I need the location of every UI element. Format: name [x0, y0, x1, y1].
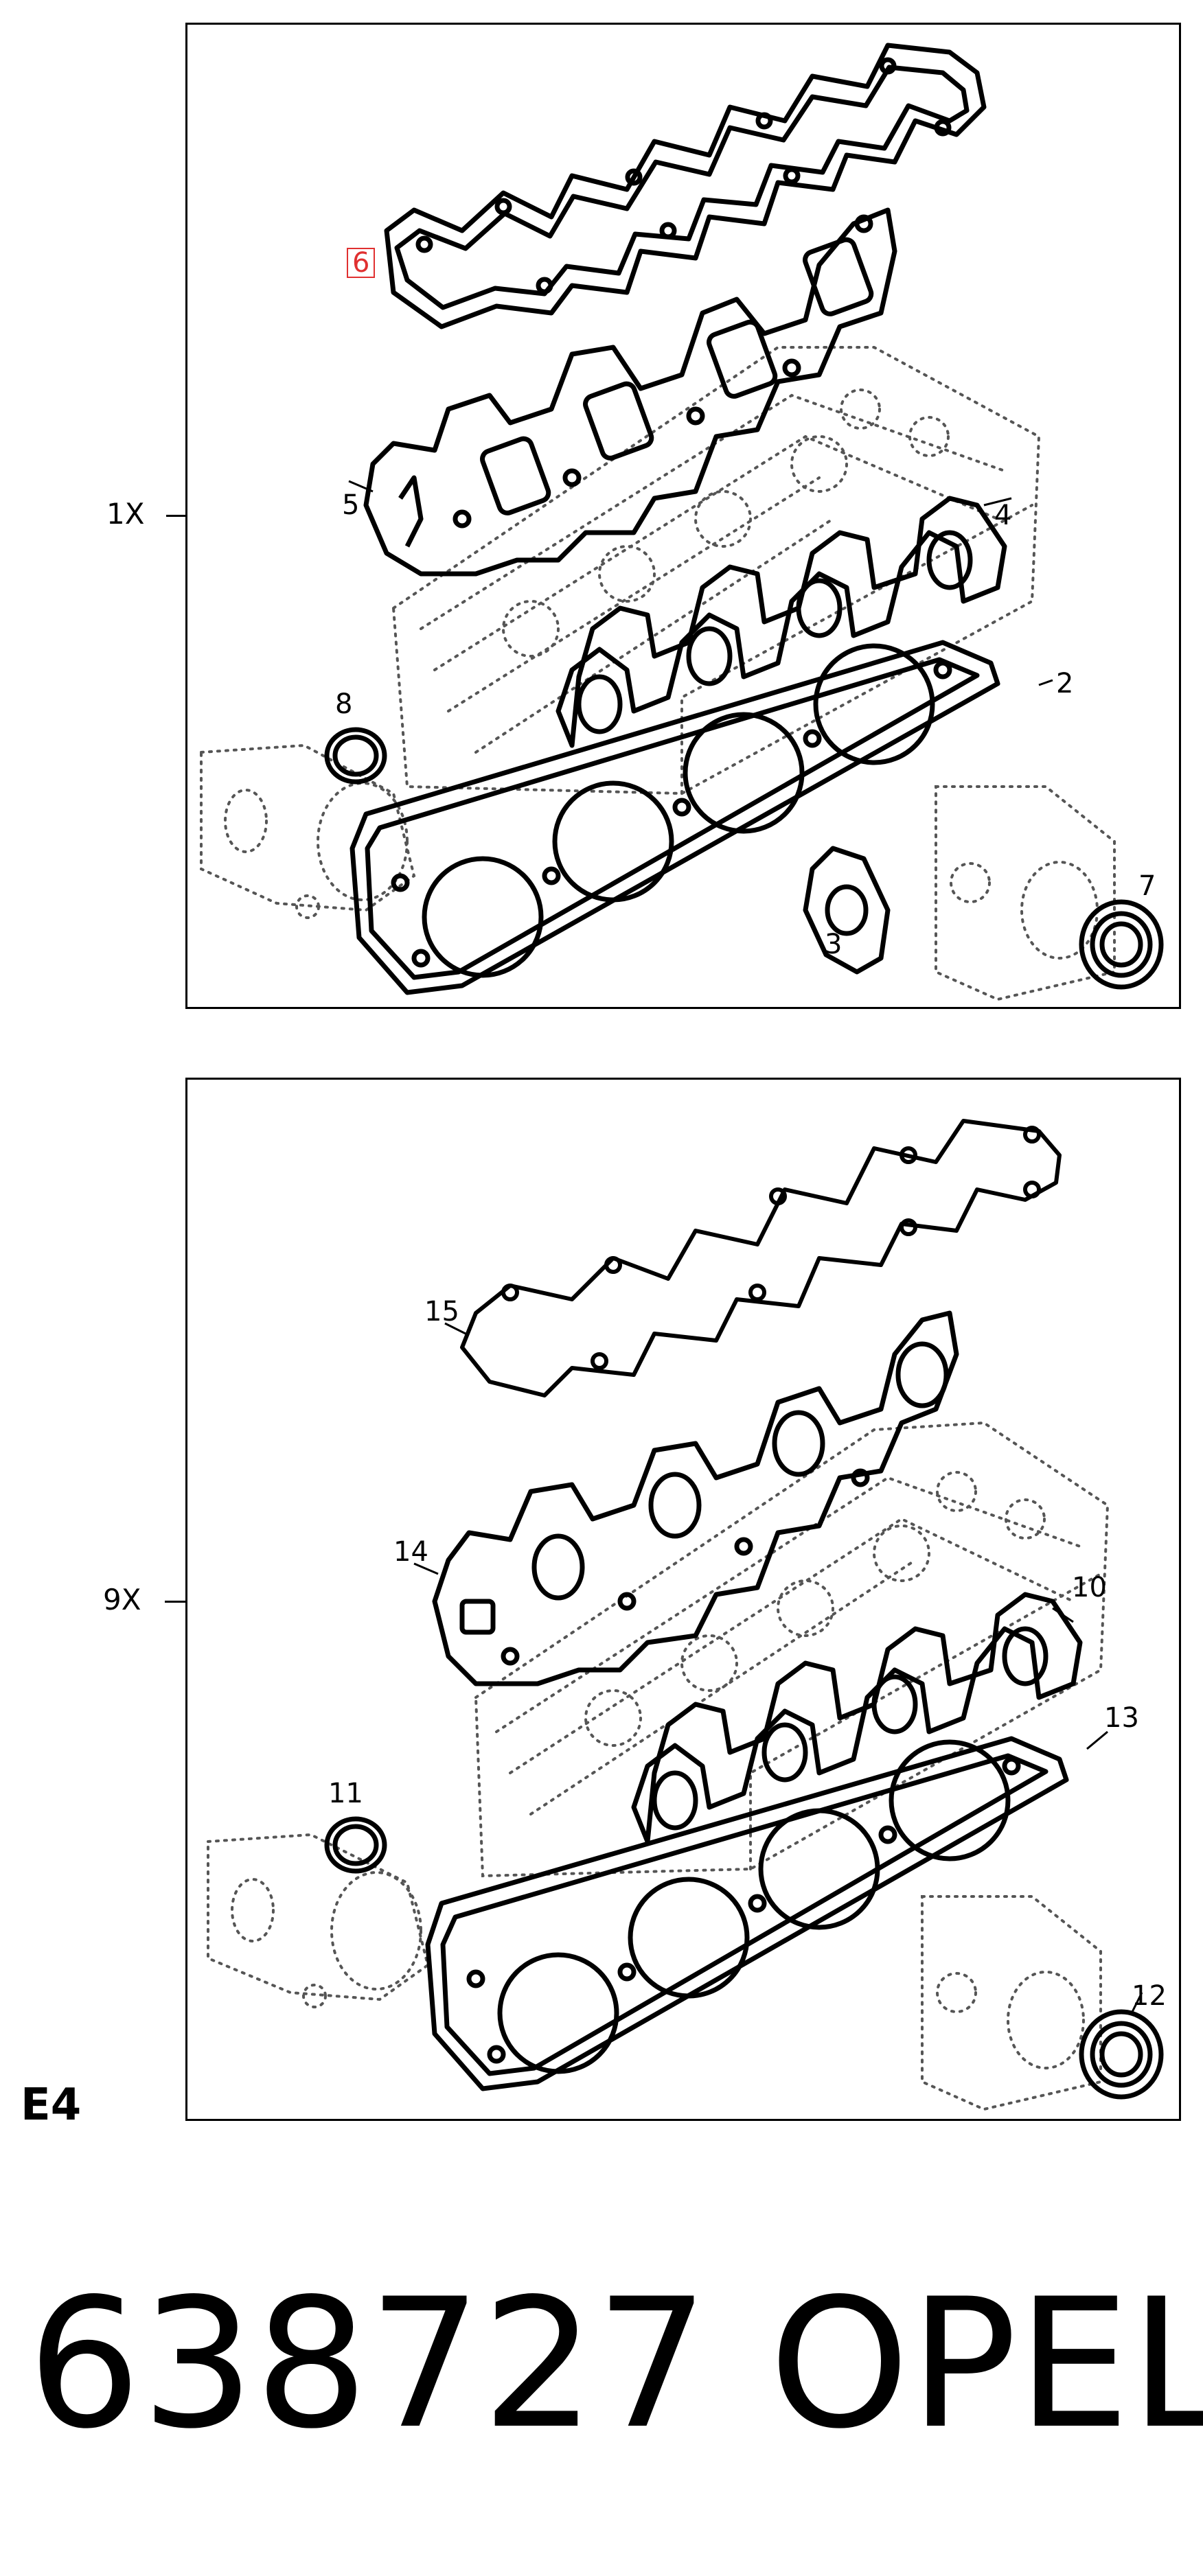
callout-3[interactable]: 3	[825, 929, 843, 960]
part-13-cylinder-head-gasket	[425, 1736, 1069, 2091]
part-10-exhaust-manifold-gasket	[631, 1592, 1083, 1844]
part-12-shaft-seal	[1079, 2009, 1164, 2100]
part-15-valve-cover-gasket	[460, 1119, 1062, 1397]
callout-10[interactable]: 10	[1072, 1572, 1107, 1603]
callout-2[interactable]: 2	[1056, 668, 1074, 699]
callout-12[interactable]: 12	[1132, 1980, 1167, 2012]
set-quantity-tick-bottom	[165, 1601, 185, 1603]
section-code: E4	[21, 2080, 82, 2131]
part-number: 638727	[27, 2261, 709, 2468]
callout-15[interactable]: 15	[424, 1296, 459, 1327]
thermostat-housing-ghost-bottom	[207, 1833, 430, 2008]
callout-11[interactable]: 11	[328, 1778, 363, 1809]
set-quantity-label-bottom: 9X	[103, 1583, 141, 1616]
thermostat-housing-ghost	[200, 743, 416, 919]
part-3-flange-gasket	[803, 846, 891, 975]
part-8-seal-ring	[324, 727, 387, 785]
set-quantity-label-top: 1X	[106, 497, 145, 531]
brand-name: OPEL	[769, 2261, 1203, 2468]
callout-6[interactable]: 6	[347, 248, 376, 278]
gasket-set-diagram-9x: 15 14 10 13 11 12	[185, 1078, 1181, 2121]
part-2-cylinder-head-gasket	[350, 640, 1000, 995]
part-7-shaft-seal	[1079, 899, 1164, 990]
part-5-inlet-manifold-gasket	[363, 207, 897, 577]
exploded-view-bottom	[207, 1119, 1164, 2111]
gasket-set-diagram-1x: 6 5 4 2 8 3 7	[185, 23, 1181, 1009]
callout-7[interactable]: 7	[1138, 870, 1156, 902]
part-4-exhaust-manifold-gasket	[555, 496, 1007, 748]
callout-14[interactable]: 14	[393, 1536, 428, 1568]
set-quantity-tick-top	[166, 515, 185, 517]
water-pump-ghost-bottom	[921, 1895, 1102, 2111]
part-6-valve-cover-gasket	[384, 43, 987, 329]
part-11-seal-ring	[324, 1816, 387, 1874]
callout-13[interactable]: 13	[1104, 1702, 1139, 1734]
callout-5[interactable]: 5	[342, 489, 360, 521]
leader-lines-top	[348, 480, 1053, 686]
callout-8[interactable]: 8	[335, 688, 353, 720]
callout-4[interactable]: 4	[994, 500, 1012, 531]
exploded-view-top	[200, 43, 1164, 1001]
leader-lines-bottom	[413, 1322, 1143, 2014]
cylinder-head-ghost-bottom	[474, 1421, 1110, 1878]
part-14-inlet-manifold-gasket	[432, 1310, 959, 1686]
